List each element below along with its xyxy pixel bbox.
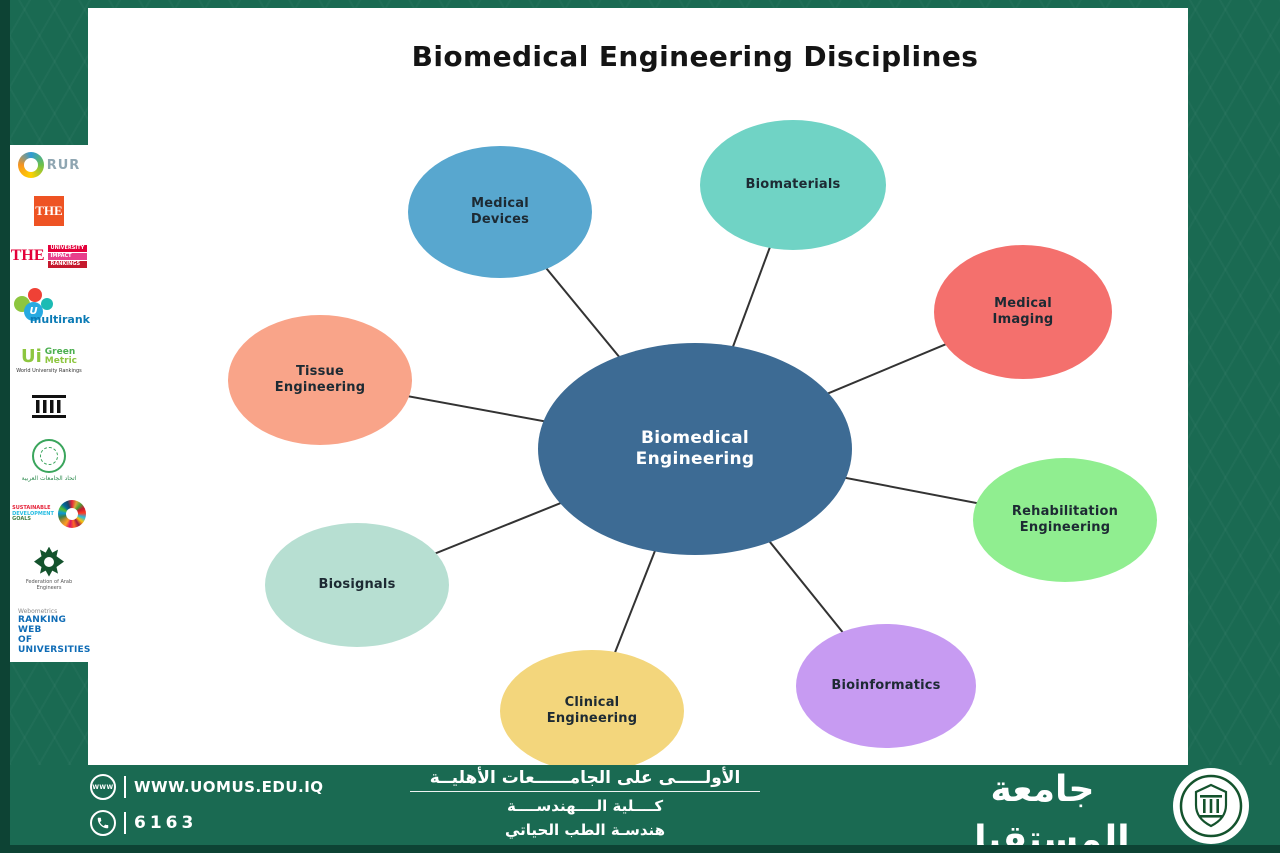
phone-icon [90, 810, 116, 836]
node-label: Biosignals [318, 576, 396, 592]
aau-label: اتحاد الجامعات العربية [21, 474, 77, 482]
logo-webometrics: Webometrics RANKING WEB OF UNIVERSITIES [18, 607, 91, 655]
node-label: Tissue Engineering [274, 363, 366, 395]
bottom-accent-strip [0, 845, 1280, 853]
the-icon: THE [34, 196, 64, 227]
logo-federation-arab-engineers: Federation of Arab Engineers [14, 546, 84, 591]
greenmetric-ui: Ui [20, 346, 42, 368]
node-label: Rehabilitation Engineering [1011, 503, 1119, 535]
left-accent-strip [0, 0, 10, 853]
greenmetric-line: Metric [44, 355, 78, 366]
node-label: Bioinformatics [831, 677, 941, 693]
node-label: Medical Devices [470, 195, 530, 227]
diagram-node-biomaterials: Biomaterials [700, 120, 886, 250]
footer-bar: WWW WWW.UOMUS.EDU.IQ 6163 الأولـــــى عل… [0, 765, 1280, 853]
aau-wreath-icon [31, 438, 66, 473]
impact-tag: UNIVERSITY [47, 244, 88, 252]
university-name-arabic: جامعة المستقبل [955, 769, 1130, 853]
diagram-node-medical-devices: Medical Devices [408, 146, 592, 278]
impact-tag: IMPACT [47, 252, 88, 260]
rur-label: RUR [46, 157, 81, 173]
logo-the-impact-rankings: THE UNIVERSITY IMPACT RANKINGS [10, 244, 88, 268]
logo-ui-greenmetric: Ui Green Metric World University Ranking… [16, 346, 82, 374]
university-building-icon [29, 393, 69, 421]
rankings-logo-sidebar: RUR THE THE UNIVERSITY IMPACT RANKINGS U… [10, 145, 91, 662]
university-brand: جامعة المستقبل AL-MUSTAQBAL UNIVERSITY [915, 765, 1170, 853]
rur-icon [17, 152, 44, 178]
contact-block: WWW WWW.UOMUS.EDU.IQ 6163 [90, 769, 324, 841]
diagram-node-bioinformatics: Bioinformatics [796, 624, 976, 748]
node-label: Medical Imaging [992, 295, 1054, 327]
the-impact-tags: UNIVERSITY IMPACT RANKINGS [47, 244, 88, 268]
diagram-center-node: Biomedical Engineering [538, 343, 852, 555]
website-url: WWW.UOMUS.EDU.IQ [134, 778, 324, 796]
node-label: Clinical Engineering [546, 694, 638, 726]
diagram-title: Biomedical Engineering Disciplines [411, 40, 979, 73]
diagram-node-rehabilitation-engineering: Rehabilitation Engineering [973, 458, 1157, 582]
webometrics-line: RANKING WEB [18, 615, 67, 635]
diagram-node-tissue-engineering: Tissue Engineering [228, 315, 412, 445]
center-node-label: Biomedical Engineering [635, 427, 755, 469]
separator [124, 812, 126, 834]
sdg-wheel-icon [57, 500, 86, 529]
impact-tag: RANKINGS [47, 260, 88, 268]
tagline-college-of-engineering: كــــلية الــــهندســــة [506, 797, 664, 815]
multirank-circles-icon: U [14, 287, 54, 324]
logo-association-arab-universities: اتحاد الجامعات العربية [21, 438, 77, 482]
separator [124, 776, 126, 798]
logo-rur: RUR [17, 152, 81, 178]
sdg-text: DEVELOPMENT [12, 510, 54, 517]
multirank-label: multirank [29, 312, 90, 326]
diagram-node-biosignals: Biosignals [265, 523, 449, 647]
tagline-biomedical-engineering: هندسـة الطب الحياتي [504, 821, 666, 839]
logo-the-rankings: THE [34, 196, 64, 227]
sdg-text: SUSTAINABLE [12, 505, 51, 512]
tagline-first-private-university: الأولـــــى على الجامــــــعات الأهليــة [410, 768, 760, 792]
diagram-node-medical-imaging: Medical Imaging [934, 245, 1112, 379]
greenmetric-line: Green [44, 346, 76, 357]
sdg-text: GOALS [12, 516, 31, 523]
www-globe-icon: WWW [90, 774, 116, 800]
logo-u-multirank: U multirank [12, 286, 90, 328]
logo-sdg: SUSTAINABLE DEVELOPMENT GOALS [12, 500, 86, 529]
fae-label: Federation of Arab Engineers [25, 578, 73, 591]
node-label: Biomaterials [745, 176, 841, 192]
diagram-node-clinical-engineering: Clinical Engineering [500, 650, 684, 772]
greenmetric-sub: World University Rankings [16, 368, 82, 375]
the-impact-wordmark: THE [10, 247, 45, 265]
webometrics-wordmark: Webometrics [18, 607, 58, 615]
webometrics-line: OF UNIVERSITIES [18, 635, 91, 655]
fae-star-icon [34, 546, 64, 577]
phone-number: 6163 [134, 813, 198, 833]
multirank-u: U [29, 305, 38, 317]
university-logo [1172, 767, 1250, 845]
footer-taglines: الأولـــــى على الجامــــــعات الأهليــة… [410, 768, 760, 842]
